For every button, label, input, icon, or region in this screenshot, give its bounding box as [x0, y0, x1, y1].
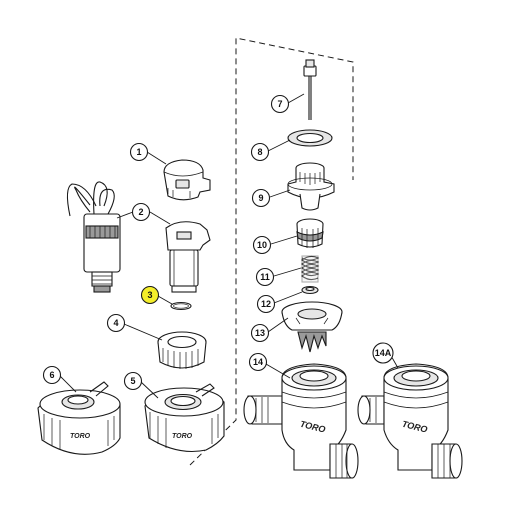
part-9-flow-housing: [287, 162, 335, 211]
part-13-diaphragm: [281, 301, 343, 353]
svg-text:9: 9: [258, 193, 263, 203]
svg-text:5: 5: [130, 376, 135, 386]
leader-6: [59, 375, 77, 393]
part-14a-valve-body: TORO: [357, 363, 463, 479]
callout-14a: 14A: [372, 342, 394, 364]
callout-10: 10: [252, 235, 272, 255]
svg-text:4: 4: [113, 318, 118, 328]
leader-7: [287, 93, 305, 104]
part-12-seal: [301, 285, 319, 295]
svg-text:13: 13: [255, 328, 265, 338]
leader-2a: [116, 211, 134, 219]
leader-2b: [149, 211, 171, 225]
leader-14: [265, 363, 291, 379]
svg-text:7: 7: [277, 99, 282, 109]
part-1-cap: [163, 159, 211, 201]
leader-4: [123, 323, 163, 341]
svg-text:10: 10: [257, 240, 267, 250]
leader-1: [146, 151, 167, 165]
callout-6: 6: [42, 365, 62, 385]
callout-7: 7: [270, 94, 290, 114]
callout-8: 8: [250, 142, 270, 162]
part-2-solenoid-wired: [66, 181, 121, 293]
part-2-solenoid-body: [165, 221, 211, 293]
part-7-flow-stem: [303, 59, 317, 120]
part-3-o-ring: [170, 301, 192, 311]
leader-5: [140, 381, 159, 399]
svg-text:14: 14: [253, 357, 263, 367]
svg-text:1: 1: [136, 147, 141, 157]
callout-1: 1: [129, 142, 149, 162]
leader-13: [267, 317, 289, 333]
callout-13: 13: [250, 323, 270, 343]
svg-text:3: 3: [147, 290, 152, 300]
callout-3-highlight: [140, 285, 160, 305]
svg-text:6: 6: [49, 370, 54, 380]
part-8-washer: [287, 129, 333, 147]
part-10-adjusting-nut: [296, 218, 324, 248]
callout-14: 14: [248, 352, 268, 372]
leader-3: [157, 295, 173, 305]
part-11-spring: [301, 255, 320, 283]
svg-text:12: 12: [261, 299, 271, 309]
callout-4: 4: [106, 313, 126, 333]
callout-12: 12: [256, 294, 276, 314]
callout-9: 9: [251, 188, 271, 208]
part-5-cap-right: TORO: [144, 383, 225, 453]
svg-text:14A: 14A: [375, 348, 392, 358]
leader-8: [267, 139, 291, 152]
svg-text:8: 8: [257, 147, 262, 157]
leader-lines: [59, 93, 399, 399]
part-4-retaining-ring: [157, 331, 207, 369]
callout-11: 11: [255, 267, 275, 287]
brand-label-cap-left: TORO: [70, 433, 91, 440]
leader-12: [273, 291, 303, 304]
callout-2: 2: [131, 202, 151, 222]
callout-3: 3: [140, 285, 160, 305]
svg-text:2: 2: [138, 207, 143, 217]
part-14-valve-body: TORO: [243, 363, 359, 479]
leader-11: [273, 267, 302, 277]
leader-9: [269, 189, 291, 198]
leader-10: [270, 235, 298, 245]
callout-5: 5: [123, 371, 143, 391]
part-6-cap-left: TORO: [37, 381, 121, 455]
svg-text:11: 11: [260, 272, 270, 282]
brand-label-cap-right: TORO: [172, 433, 193, 440]
